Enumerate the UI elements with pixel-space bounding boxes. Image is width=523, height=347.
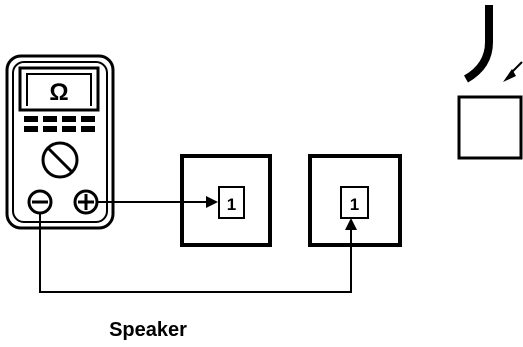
- meter-button: [62, 116, 76, 122]
- connector-right: 1: [308, 154, 402, 247]
- meter-inner-body: [12, 61, 108, 223]
- meter-display-inner: [26, 73, 92, 106]
- connector-left-pin-label: 1: [227, 195, 236, 214]
- meter-button: [81, 126, 95, 132]
- positive-terminal: [73, 189, 99, 215]
- test-leads: [39, 201, 352, 293]
- plug-pointer-arrowhead: [503, 69, 516, 82]
- meter-buttons: [24, 116, 95, 132]
- plug-hook: [463, 5, 493, 83]
- connector-right-pin-box: [340, 186, 369, 219]
- selector-knob: [41, 141, 79, 179]
- negative-lead-arrowhead: [345, 218, 357, 230]
- meter-button: [24, 116, 38, 122]
- meter-button: [43, 126, 57, 132]
- connector-left-pin-box: [218, 186, 245, 219]
- negative-terminal: [27, 189, 53, 215]
- meter-button: [24, 126, 38, 132]
- connector-plug-detail: [457, 5, 523, 160]
- meter-display: [18, 66, 100, 112]
- speaker-caption: Speaker: [109, 319, 187, 341]
- negative-lead-wire: [39, 213, 352, 293]
- connector-left: 1: [180, 154, 272, 247]
- meter-button: [81, 116, 95, 122]
- connector-right-body: [308, 154, 402, 247]
- connector-right-pin-label: 1: [350, 195, 359, 214]
- ohm-symbol: Ω: [49, 79, 68, 106]
- meter-button: [62, 126, 76, 132]
- meter-outer-body: [5, 54, 115, 230]
- meter-button: [43, 116, 57, 122]
- multimeter: Ω: [5, 54, 115, 230]
- connector-left-body: [180, 154, 272, 247]
- positive-lead-arrowhead: [206, 196, 218, 208]
- plug-socket-box: [457, 95, 523, 160]
